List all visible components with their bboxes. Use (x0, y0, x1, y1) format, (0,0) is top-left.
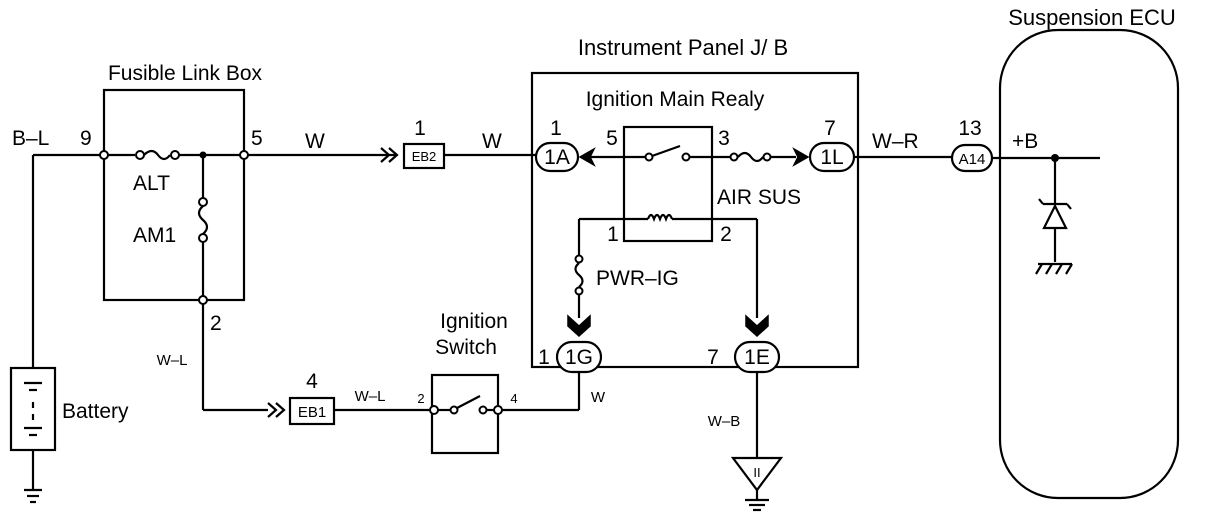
pin-fl-9: 9 (80, 127, 92, 150)
eb2-arrow-icon (380, 147, 399, 163)
wire-label-w-r: W–R (872, 130, 919, 153)
pin-relay-1: 1 (607, 223, 619, 246)
air-sus-fuse (729, 151, 796, 163)
chassis-ground-icon (1035, 262, 1073, 275)
pin-1g: 1 (538, 346, 550, 369)
c1e-arrow-icon (745, 314, 769, 338)
connector-1a-label: 1A (544, 146, 570, 169)
wire-label-w-switch-out: W (591, 389, 606, 406)
relay-coil-icon (646, 213, 674, 223)
pin-relay-3: 3 (718, 127, 730, 150)
ignition-main-relay-box (622, 125, 714, 243)
pin-relay-5: 5 (606, 127, 618, 150)
c1g-arrow-icon (567, 314, 591, 338)
pin-fl-2: 2 (210, 312, 222, 335)
pin-ecu-13: 13 (958, 117, 981, 140)
wire-label-w-l-switch: W–L (355, 388, 386, 405)
relay-5-arrow-icon (578, 147, 596, 167)
eb2-label: EB2 (412, 149, 437, 164)
pin-sw-2: 2 (417, 391, 424, 406)
wire-label-w-b: W–B (708, 413, 741, 430)
ground-label: II (753, 465, 760, 480)
pin-eb2-1: 1 (414, 117, 426, 140)
connector-1g-label: 1G (565, 346, 593, 369)
ignition-switch-label-1: Ignition (440, 310, 508, 333)
eb1-label: EB1 (298, 404, 326, 421)
pin-fl-5: 5 (251, 127, 263, 150)
battery (9, 155, 57, 504)
wire-label-b-l: B–L (12, 127, 49, 150)
air-sus-label: AIR SUS (717, 186, 801, 209)
ignition-switch-box (430, 373, 500, 455)
pin-1e: 7 (707, 346, 719, 369)
connector-1l-label: 1L (820, 146, 843, 169)
pin-1l: 7 (824, 117, 836, 140)
eb1-arrow-icon (267, 402, 286, 418)
alt-label: ALT (133, 172, 170, 195)
ground-icon (730, 456, 784, 512)
wire-label-w-1: W (305, 130, 325, 153)
battery-label: Battery (62, 400, 129, 423)
pin-relay-2: 2 (720, 223, 732, 246)
wire-label-w-l-left: W–L (157, 352, 188, 369)
ignition-switch-label-2: Switch (435, 336, 497, 359)
zener-diode-icon (1038, 158, 1072, 262)
eb1-connector (288, 396, 336, 426)
pwr-ig-fuse (574, 254, 584, 318)
suspension-ecu-box (998, 28, 1180, 500)
connector-1e-label: 1E (744, 346, 770, 369)
alt-fusible-link (99, 149, 249, 161)
connector-a14-label: A14 (959, 151, 986, 168)
pin-1a: 1 (550, 117, 562, 140)
ignition-main-relay-label: Ignition Main Realy (586, 88, 765, 111)
connector-1a (534, 141, 580, 173)
fusible-link-box (102, 88, 246, 302)
suspension-ecu-label: Suspension ECU (1008, 5, 1176, 30)
am1-label: AM1 (133, 224, 176, 247)
eb2-connector (402, 142, 446, 170)
relay-3-arrow-icon (792, 147, 810, 167)
wire-label-w-2: W (482, 130, 502, 153)
pin-eb1-4: 4 (306, 370, 318, 393)
plus-b-label: +B (1012, 130, 1038, 153)
ignition-switch-contact (429, 395, 503, 415)
pin-sw-4: 4 (510, 391, 517, 406)
pwr-ig-label: PWR–IG (596, 267, 679, 290)
fusible-link-box-label: Fusible Link Box (108, 62, 263, 85)
instrument-panel-jb-label: Instrument Panel J/ B (578, 35, 788, 60)
